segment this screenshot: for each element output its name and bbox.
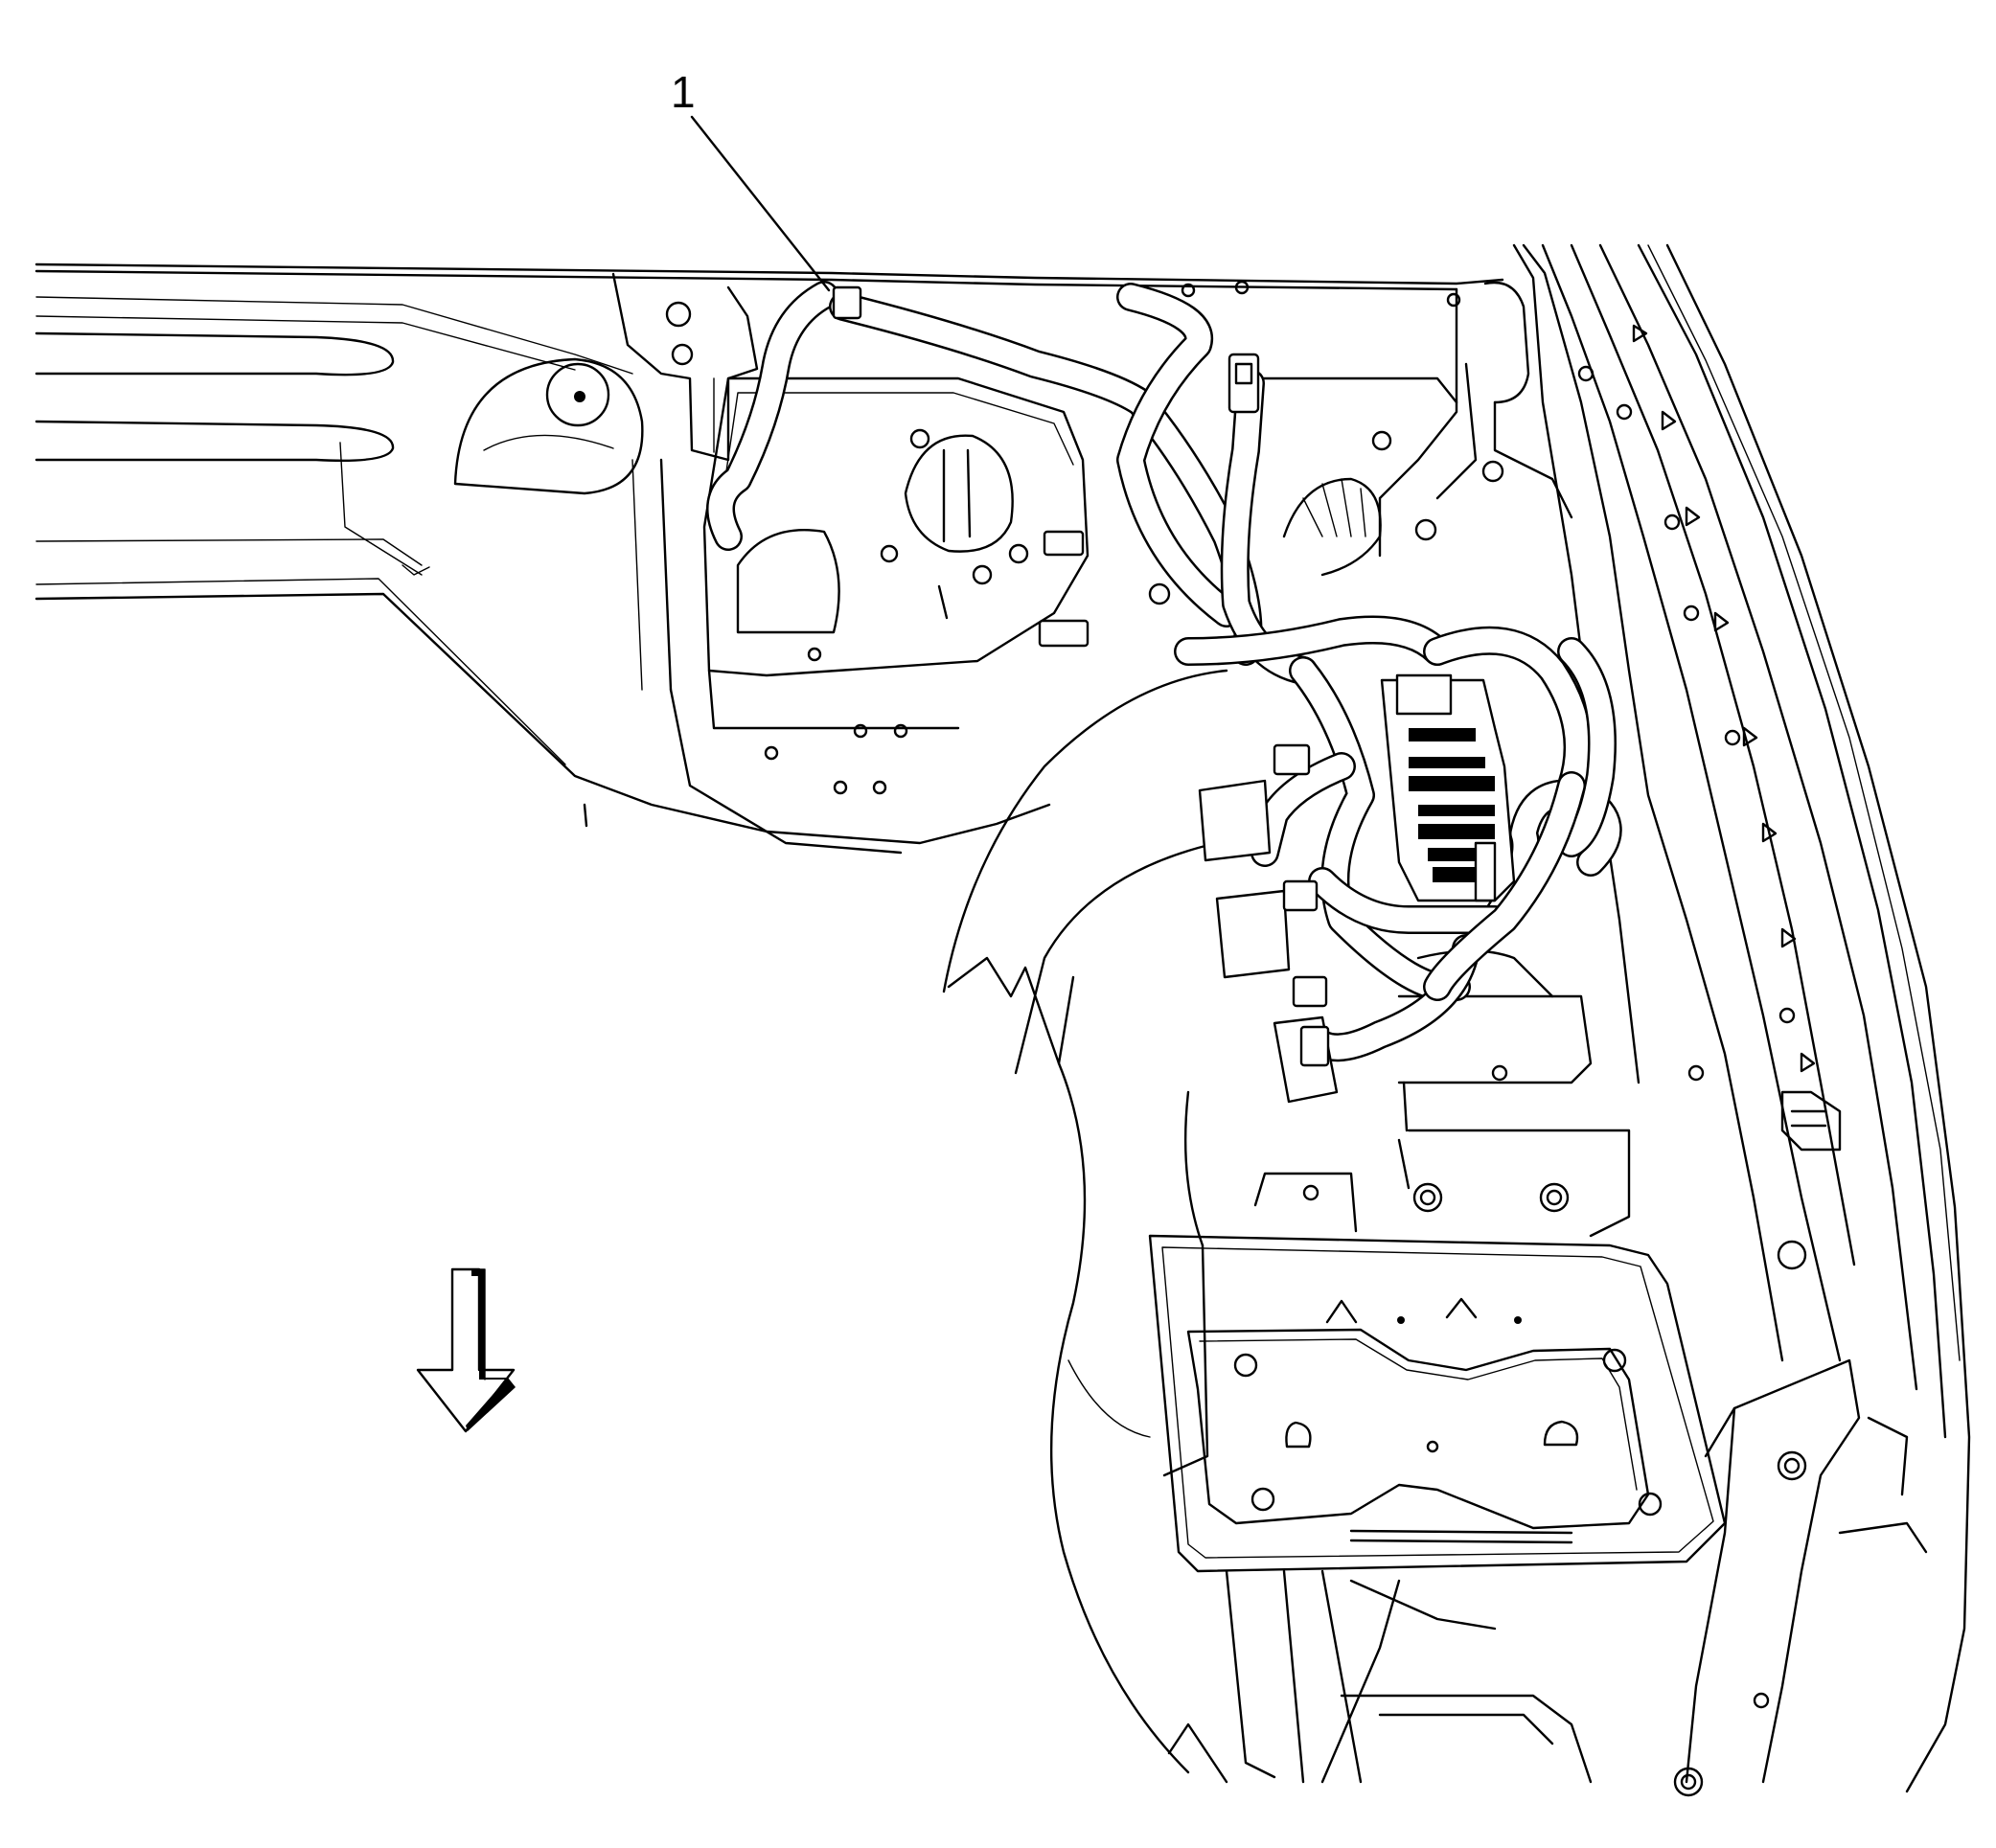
inner-fender [942, 669, 1228, 1774]
tray-supports [1167, 1569, 1593, 1784]
front-frame-rail [1512, 243, 1971, 1793]
callout-label: 1 [671, 67, 696, 117]
fuse-block-connector [1380, 673, 1516, 902]
cowl-panel [34, 262, 1504, 845]
firewall-ledge [583, 458, 908, 855]
firewall-plate [702, 376, 1171, 730]
down-arrow-icon [416, 1267, 516, 1433]
radiator-support-bracket [1673, 1090, 1928, 1797]
relay-connectors [1198, 743, 1339, 1104]
harness-connectors [832, 285, 1260, 648]
battery-tray [1148, 1172, 1727, 1573]
engine-wiring-harness [706, 281, 1622, 1062]
callout-leader-line [690, 115, 831, 292]
cowl-bracket [611, 272, 759, 462]
harness-grommet [1282, 477, 1382, 577]
strut-tower-bracket [1397, 949, 1631, 1238]
callout-1: 1 [671, 67, 831, 292]
cowl-grommet [453, 357, 644, 495]
